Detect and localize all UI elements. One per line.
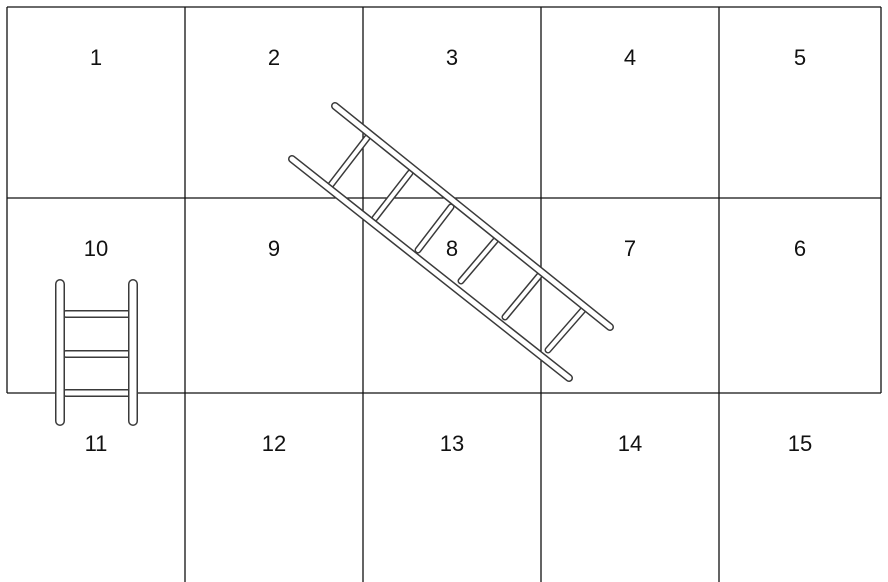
board-cell-2[interactable]: 2	[185, 7, 363, 198]
board-cell-6[interactable]: 6	[719, 198, 881, 393]
board-cell-11[interactable]: 11	[7, 393, 185, 582]
cell-number: 6	[719, 236, 881, 262]
board-cell-13[interactable]: 13	[363, 393, 541, 582]
board-cell-3[interactable]: 3	[363, 7, 541, 198]
cell-number: 15	[719, 431, 881, 457]
cell-number: 12	[185, 431, 363, 457]
cell-number: 8	[363, 236, 541, 262]
cell-number: 4	[541, 45, 719, 71]
cell-number: 2	[185, 45, 363, 71]
board-cell-8[interactable]: 8	[363, 198, 541, 393]
cell-number: 10	[7, 236, 185, 262]
board-cell-15[interactable]: 15	[719, 393, 881, 582]
cell-number: 5	[719, 45, 881, 71]
cell-number: 11	[7, 431, 185, 457]
board-cell-1[interactable]: 1	[7, 7, 185, 198]
cell-number: 7	[541, 236, 719, 262]
board-cell-9[interactable]: 9	[185, 198, 363, 393]
cell-number: 3	[363, 45, 541, 71]
board-cell-5[interactable]: 5	[719, 7, 881, 198]
cell-number: 1	[7, 45, 185, 71]
board-cell-12[interactable]: 12	[185, 393, 363, 582]
board-cell-7[interactable]: 7	[541, 198, 719, 393]
board-cell-14[interactable]: 14	[541, 393, 719, 582]
cell-number: 13	[363, 431, 541, 457]
board-cell-10[interactable]: 10	[7, 198, 185, 393]
cell-number: 14	[541, 431, 719, 457]
cell-number: 9	[185, 236, 363, 262]
board-cell-4[interactable]: 4	[541, 7, 719, 198]
